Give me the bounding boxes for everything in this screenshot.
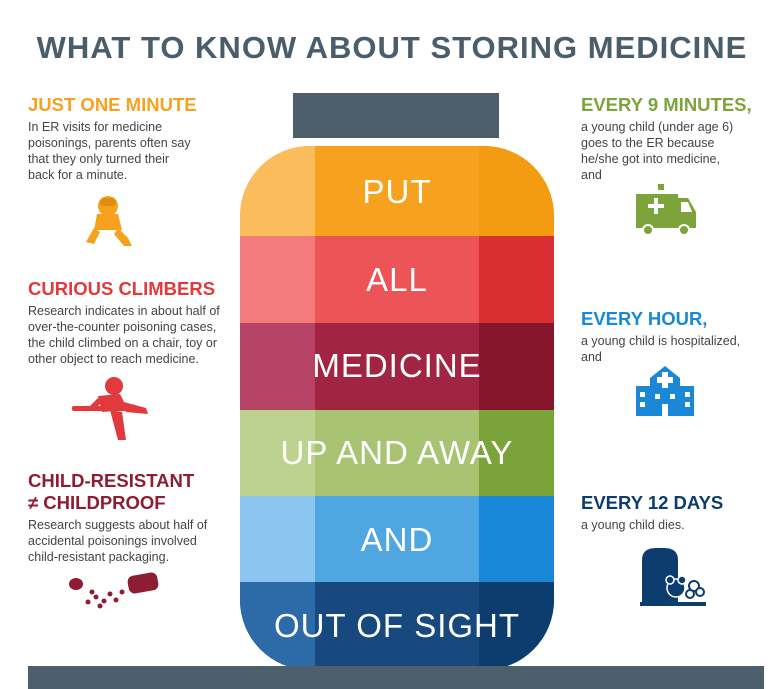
just-one-minute-heading: JUST ONE MINUTE — [28, 94, 197, 115]
every-9-minutes-block: EVERY 9 MINUTES, a young child (under ag… — [581, 94, 781, 183]
bottle-text-all: ALL — [366, 261, 428, 298]
not-childproof-heading: ≠ CHILDPROOF — [28, 492, 166, 513]
body-line: the child climbed on a chair, toy or — [28, 336, 217, 350]
ambulance-icon — [636, 184, 696, 236]
toddler-covering-eyes-icon — [86, 196, 132, 246]
every-9-minutes-heading: EVERY 9 MINUTES, — [581, 94, 752, 115]
body-line: child-resistant packaging. — [28, 550, 170, 564]
spilled-pills-icon — [69, 572, 159, 609]
body-line: Research suggests about half of — [28, 518, 208, 532]
every-12-days-block: EVERY 12 DAYS a young child dies. — [581, 492, 781, 533]
gravestone-icon — [640, 548, 706, 606]
body-line: a young child is hospitalized, — [581, 334, 741, 348]
hospital-icon — [636, 366, 694, 416]
body-line: and — [581, 350, 602, 364]
body-line: a young child dies. — [581, 518, 685, 532]
child-climbing-icon — [72, 377, 148, 440]
page-title: WHAT TO KNOW ABOUT STORING MEDICINE — [36, 30, 748, 65]
body-line: poisonings, parents often say — [28, 136, 191, 150]
body-line: other object to reach medicine. — [28, 352, 199, 366]
body-line: that they only turned their — [28, 152, 170, 166]
child-resistant-block: CHILD-RESISTANT ≠ CHILDPROOF Research su… — [28, 470, 238, 565]
body-line: accidental poisonings involved — [28, 534, 197, 548]
just-one-minute-block: JUST ONE MINUTE In ER visits for medicin… — [28, 94, 233, 183]
bottle-lid — [293, 93, 499, 138]
body-line: goes to the ER because — [581, 136, 715, 150]
bottle-text-medicine: MEDICINE — [312, 347, 482, 384]
every-12-days-heading: EVERY 12 DAYS — [581, 492, 724, 513]
body-line: back for a minute. — [28, 168, 128, 182]
every-hour-heading: EVERY HOUR, — [581, 308, 708, 329]
bottom-bar — [28, 666, 764, 689]
body-line: and — [581, 168, 602, 182]
body-line: In ER visits for medicine — [28, 120, 163, 134]
body-line: he/she got into medicine, — [581, 152, 720, 166]
body-line: Research indicates in about half of — [28, 304, 220, 318]
body-line: over-the-counter poisoning cases, — [28, 320, 217, 334]
curious-climbers-heading: CURIOUS CLIMBERS — [28, 278, 216, 299]
bottle-text-put: PUT — [362, 173, 432, 210]
bottle-text-out-of-sight: OUT OF SIGHT — [273, 607, 521, 644]
curious-climbers-block: CURIOUS CLIMBERS Research indicates in a… — [28, 278, 238, 367]
body-line: a young child (under age 6) — [581, 120, 734, 134]
bottle-text-up-and-away: UP AND AWAY — [280, 434, 514, 471]
every-hour-block: EVERY HOUR, a young child is hospitalize… — [581, 308, 781, 365]
child-resistant-heading: CHILD-RESISTANT — [28, 470, 195, 491]
bottle-text-and: AND — [360, 521, 434, 558]
